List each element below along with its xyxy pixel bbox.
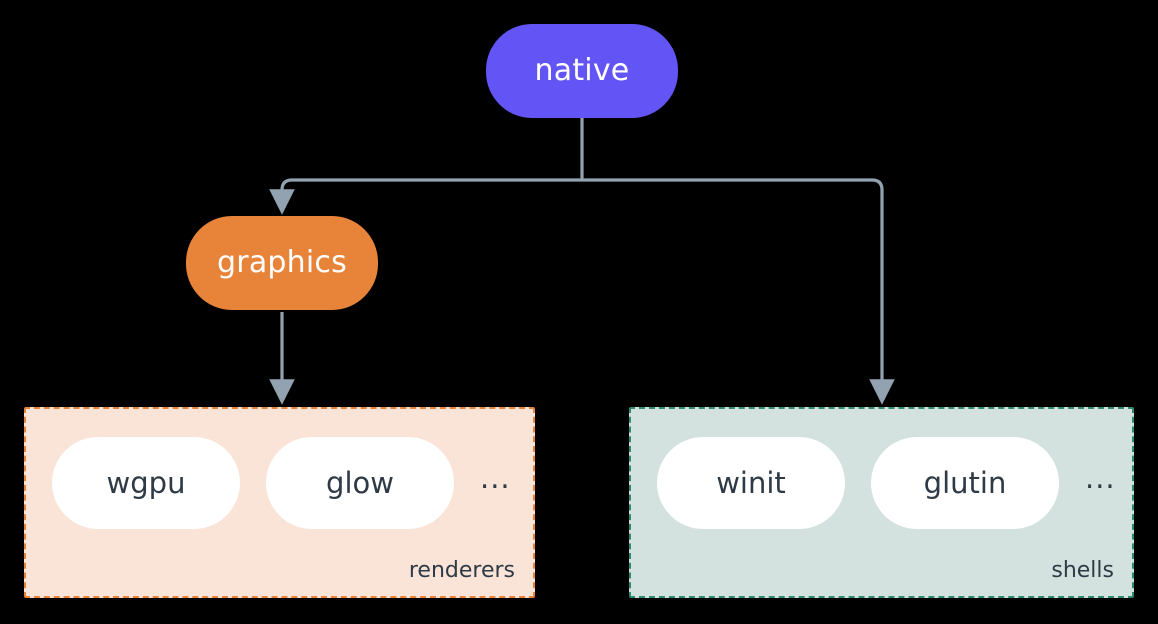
group-shells: winit glutin ... shells bbox=[629, 407, 1134, 598]
leaf-glutin-label: glutin bbox=[923, 465, 1007, 500]
edge-native-to-shells bbox=[582, 178, 895, 405]
group-renderers: wgpu glow ... renderers bbox=[24, 407, 535, 598]
group-shells-items: winit glutin ... bbox=[657, 437, 1116, 529]
leaf-glutin[interactable]: glutin bbox=[871, 437, 1059, 529]
leaf-wgpu[interactable]: wgpu bbox=[52, 437, 240, 529]
group-renderers-items: wgpu glow ... bbox=[52, 437, 511, 529]
edge-native-to-graphics bbox=[269, 178, 582, 215]
group-renderers-label: renderers bbox=[408, 558, 515, 583]
node-graphics-label: graphics bbox=[217, 245, 347, 280]
leaf-winit-label: winit bbox=[716, 465, 786, 500]
node-native[interactable]: native bbox=[486, 24, 678, 118]
leaf-wgpu-label: wgpu bbox=[106, 465, 186, 500]
leaf-glow[interactable]: glow bbox=[266, 437, 454, 529]
leaf-glow-label: glow bbox=[326, 465, 394, 500]
shells-overflow-ellipsis: ... bbox=[1085, 460, 1116, 495]
leaf-winit[interactable]: winit bbox=[657, 437, 845, 529]
group-shells-label: shells bbox=[1051, 558, 1114, 583]
node-native-label: native bbox=[534, 53, 630, 88]
renderers-overflow-ellipsis: ... bbox=[480, 460, 511, 495]
node-graphics[interactable]: graphics bbox=[186, 216, 378, 310]
